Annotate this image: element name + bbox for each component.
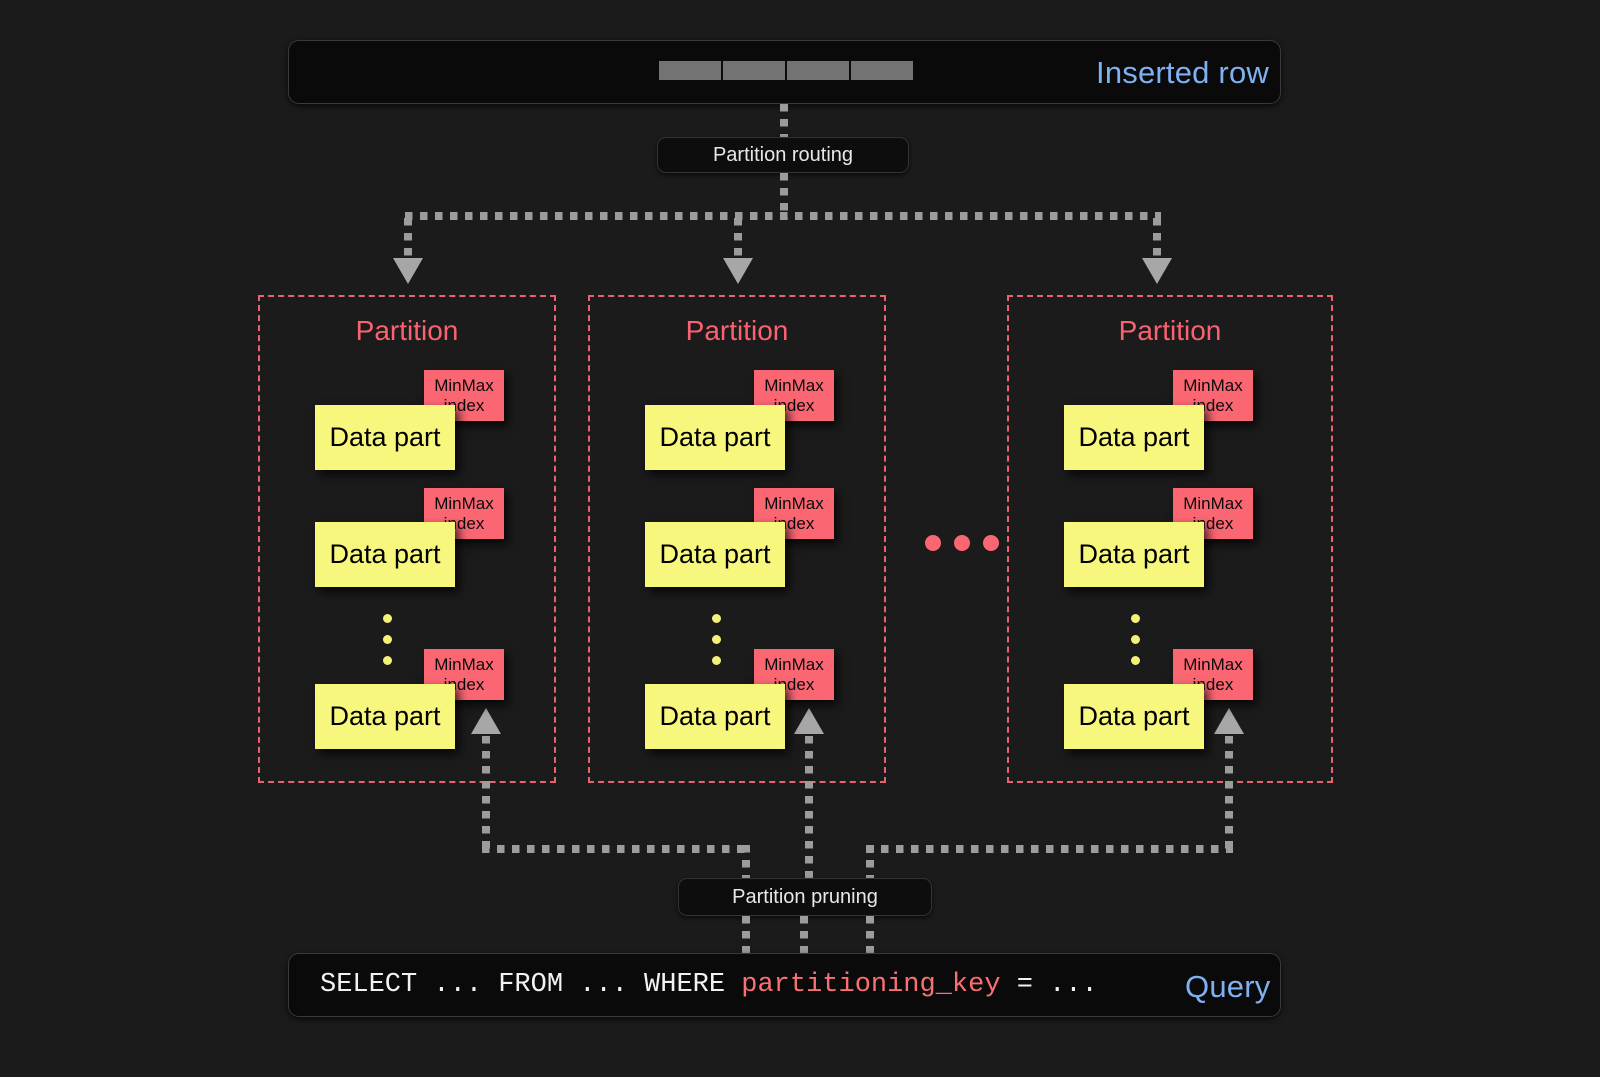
partition-routing-box: Partition routing bbox=[657, 137, 909, 173]
row-cell bbox=[787, 61, 849, 80]
arrow-up-partition-3 bbox=[1214, 708, 1244, 734]
connector-prune-drop-3 bbox=[866, 845, 874, 885]
partition-container-3: Partition bbox=[1007, 295, 1333, 783]
connector-prune-stem-3 bbox=[1225, 736, 1233, 849]
inserted-row-cells bbox=[659, 61, 913, 80]
between-partitions-ellipsis bbox=[925, 535, 999, 551]
connector-prune-stem-2 bbox=[805, 736, 813, 885]
partition-title-1: Partition bbox=[355, 315, 459, 346]
data-part-1-2: Data part bbox=[315, 522, 455, 587]
row-cell bbox=[723, 61, 785, 80]
query-bar bbox=[288, 953, 1281, 1017]
routing-fanout-bus bbox=[405, 212, 1161, 220]
query-suffix: = ... bbox=[1000, 970, 1098, 1000]
partition-pruning-box: Partition pruning bbox=[678, 878, 932, 916]
query-label: Query bbox=[1185, 969, 1271, 1004]
connector-prune-stem-1 bbox=[482, 736, 490, 849]
partition-container-1: Partition bbox=[258, 295, 556, 783]
arrow-down-partition-3 bbox=[1142, 258, 1172, 284]
partition-ellipsis-3 bbox=[1131, 614, 1140, 677]
data-part-2-2: Data part bbox=[645, 522, 785, 587]
connector-bus-to-partition-3 bbox=[1153, 218, 1161, 262]
connector-row-to-routing bbox=[780, 104, 788, 138]
partition-ellipsis-2 bbox=[712, 614, 721, 677]
connector-pruning-to-query-2 bbox=[800, 916, 808, 956]
partition-container-2: Partition bbox=[588, 295, 886, 783]
arrow-down-partition-1 bbox=[393, 258, 423, 284]
connector-routing-to-bus bbox=[780, 173, 788, 219]
connector-prune-h-1 bbox=[482, 845, 750, 853]
connector-bus-to-partition-1 bbox=[404, 218, 412, 262]
connector-prune-h-3 bbox=[866, 845, 1233, 853]
connector-bus-to-partition-2 bbox=[734, 218, 742, 262]
arrow-up-partition-2 bbox=[794, 708, 824, 734]
arrow-down-partition-2 bbox=[723, 258, 753, 284]
inserted-row-label: Inserted row bbox=[1096, 55, 1269, 90]
data-part-3-2: Data part bbox=[1064, 522, 1204, 587]
partition-title-2: Partition bbox=[685, 315, 789, 346]
query-text: SELECT ... FROM ... WHERE partitioning_k… bbox=[320, 970, 1098, 1000]
data-part-1-3: Data part bbox=[315, 684, 455, 749]
connector-prune-drop-1 bbox=[742, 845, 750, 885]
data-part-2-3: Data part bbox=[645, 684, 785, 749]
connector-pruning-to-query-3 bbox=[866, 916, 874, 956]
data-part-2-1: Data part bbox=[645, 405, 785, 470]
query-prefix: SELECT ... FROM ... WHERE bbox=[320, 970, 742, 1000]
arrow-up-partition-1 bbox=[471, 708, 501, 734]
row-cell bbox=[659, 61, 721, 80]
data-part-1-1: Data part bbox=[315, 405, 455, 470]
query-partitioning-key: partitioning_key bbox=[741, 970, 1001, 1000]
row-cell bbox=[851, 61, 913, 80]
data-part-3-3: Data part bbox=[1064, 684, 1204, 749]
partition-title-3: Partition bbox=[1118, 315, 1222, 346]
connector-pruning-to-query-1 bbox=[742, 916, 750, 956]
partition-ellipsis-1 bbox=[383, 614, 392, 677]
data-part-3-1: Data part bbox=[1064, 405, 1204, 470]
